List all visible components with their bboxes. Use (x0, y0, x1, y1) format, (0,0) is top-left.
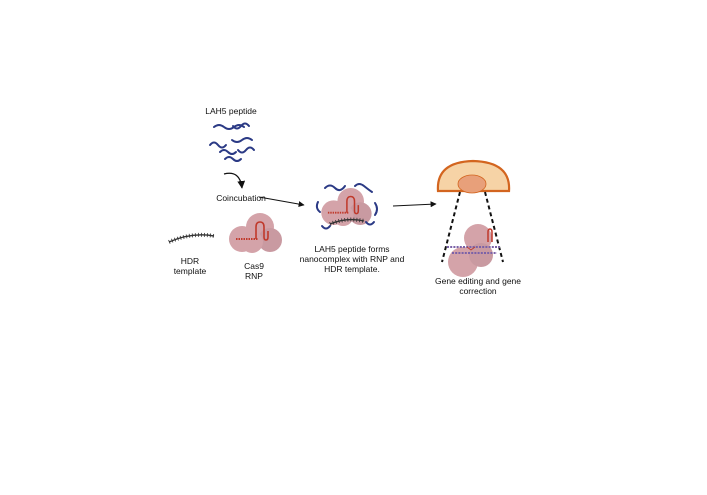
label-cas9-line1: Cas9 (244, 261, 264, 271)
hdr-template-icon (168, 232, 215, 244)
label-hdr-line2: template (173, 266, 207, 276)
label-nanocomplex: LAH5 peptide forms nanocomplex with RNP … (296, 244, 408, 274)
label-cas9-line2: RNP (245, 271, 263, 281)
label-nano-line1: LAH5 peptide forms (314, 244, 390, 254)
label-outcome-line1: Gene editing and gene (434, 276, 522, 286)
label-outcome: Gene editing and gene correction (426, 276, 530, 296)
arrow-2 (392, 201, 437, 208)
edited-dna-icon (447, 224, 500, 277)
label-nano-line3: HDR template. (324, 264, 380, 274)
label-outcome-line2: correction (459, 286, 497, 296)
label-hdr: HDR template (168, 256, 212, 276)
label-hdr-line1: HDR (180, 256, 200, 266)
label-nano-line2: nanocomplex with RNP and (299, 254, 405, 264)
label-cas9: Cas9 RNP (236, 261, 272, 281)
zoom-line-right (484, 191, 504, 263)
curved-arrow-icon (223, 172, 246, 189)
peptide-strand-icon (209, 122, 255, 162)
cas9-rnp-icon (228, 212, 283, 254)
nucleus (457, 174, 487, 194)
arrow-1 (258, 196, 305, 208)
cell-icon (436, 159, 511, 194)
label-coincubation: Coincubation (216, 193, 266, 203)
nanocomplex-icon (315, 183, 378, 230)
label-peptide: LAH5 peptide (205, 106, 257, 116)
zoom-line-left (441, 191, 461, 263)
